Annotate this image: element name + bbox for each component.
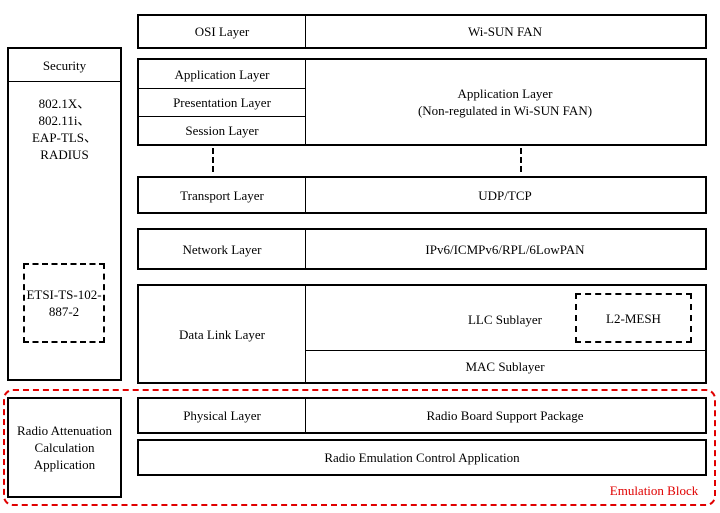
mac-sublayer-label: MAC Sublayer	[465, 358, 545, 374]
presentation-layer-label: Presentation Layer	[173, 94, 271, 110]
security-column: Security 802.1X、 802.11i、 EAP-TLS、 RADIU…	[7, 47, 122, 381]
wisun-application-note: (Non-regulated in Wi-SUN FAN)	[417, 103, 593, 118]
etsi-standard-label: ETSI-TS-102- 887-2	[26, 287, 102, 319]
transport-layer-label: Transport Layer	[180, 187, 264, 203]
application-layer-label: Application Layer	[174, 66, 270, 82]
physical-layer-label: Physical Layer	[183, 408, 261, 423]
osi-layer-heading: OSI Layer	[194, 24, 250, 39]
udp-tcp-label: UDP/TCP	[478, 187, 532, 203]
etsi-standard-box: ETSI-TS-102- 887-2	[23, 263, 105, 343]
osi-header-row: OSI Layer Wi-SUN FAN	[137, 14, 707, 49]
security-title: Security	[42, 57, 87, 73]
security-protocols-list: 802.1X、 802.11i、 EAP-TLS、 RADIUS	[31, 96, 97, 162]
network-protocols-label: IPv6/ICMPv6/RPL/6LowPAN	[425, 241, 585, 257]
llc-sublayer-label: LLC Sublayer	[467, 311, 542, 327]
wisun-application-layer: Application Layer (Non-regulated in Wi-S…	[305, 60, 705, 144]
l2-mesh-box: L2-MESH	[575, 293, 692, 343]
wisun-application-title: Application Layer	[457, 86, 553, 101]
upper-layers-block: Application Layer Presentation Layer Ses…	[137, 58, 707, 146]
emulation-block-label: Emulation Block	[609, 482, 699, 498]
radio-emulation-control-box: Radio Emulation Control Application	[137, 439, 707, 476]
dashed-connector-right	[520, 148, 522, 172]
session-layer-label: Session Layer	[185, 122, 259, 138]
dashed-connector-left	[212, 148, 214, 172]
data-link-layer-block: Data Link Layer LLC Sublayer MAC Sublaye…	[137, 284, 707, 384]
emulation-block-frame	[3, 389, 716, 506]
network-layer-row: Network Layer IPv6/ICMPv6/RPL/6LowPAN	[137, 228, 707, 270]
wisun-fan-heading: Wi-SUN FAN	[468, 24, 542, 39]
data-link-layer-label: Data Link Layer	[179, 326, 265, 342]
radio-board-support-package-label: Radio Board Support Package	[426, 408, 584, 423]
physical-layer-row: Physical Layer Radio Board Support Packa…	[137, 397, 707, 434]
network-layer-label: Network Layer	[182, 241, 262, 257]
radio-emulation-control-label: Radio Emulation Control Application	[324, 450, 520, 465]
l2-mesh-label: L2-MESH	[606, 310, 661, 326]
radio-attenuation-label: Radio Attenuation Calculation Applicatio…	[17, 423, 112, 472]
radio-attenuation-box: Radio Attenuation Calculation Applicatio…	[7, 397, 122, 498]
transport-layer-row: Transport Layer UDP/TCP	[137, 176, 707, 214]
